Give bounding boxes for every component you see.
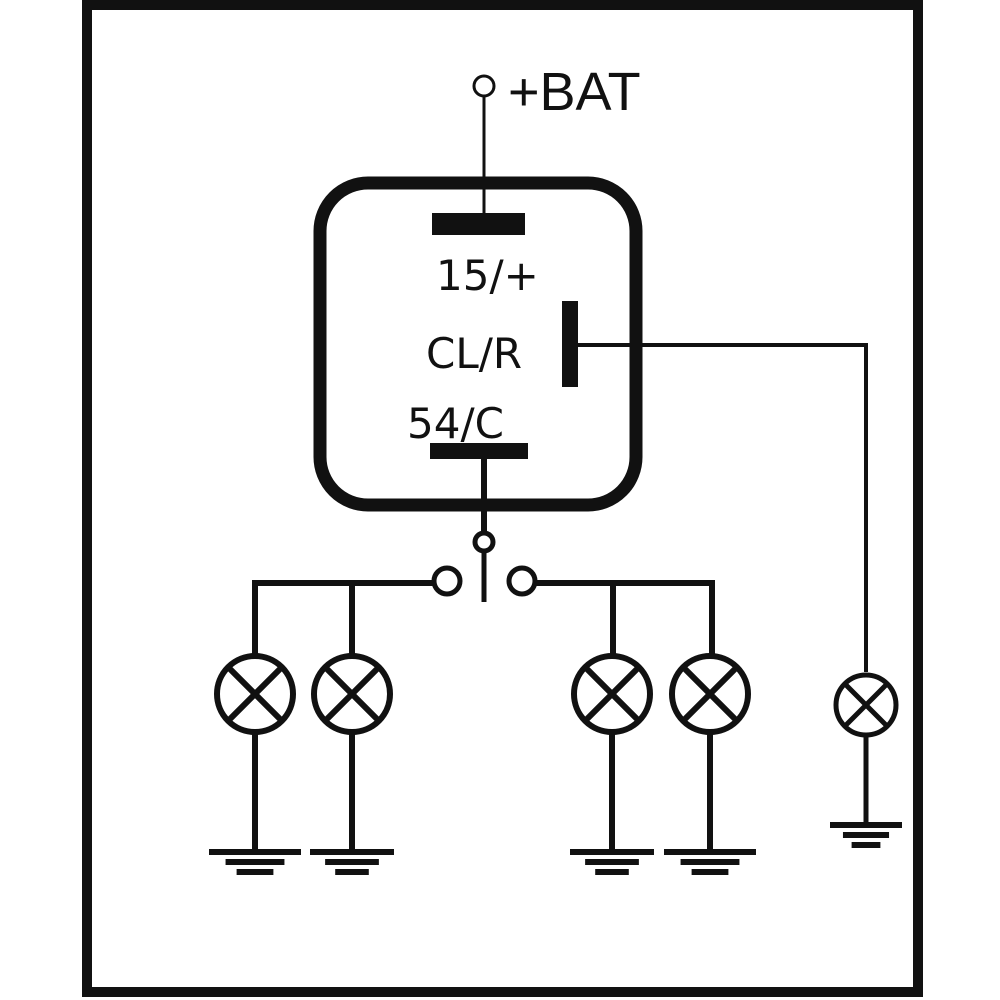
lamp-right-2 xyxy=(669,653,751,852)
flasher-relay: 15/+ CL/R 54/C xyxy=(313,176,643,512)
terminal-54-bar xyxy=(430,443,528,459)
battery-terminal-node xyxy=(472,74,496,98)
ground-icon xyxy=(830,822,902,848)
lamp-cross-line xyxy=(681,665,739,723)
terminal-15-bar xyxy=(432,213,525,235)
terminal-54-label: 54/C xyxy=(407,399,504,448)
left-bus-wire xyxy=(252,580,434,654)
ground-icon xyxy=(209,849,301,875)
lamp-left-1 xyxy=(214,653,296,852)
outer-frame xyxy=(82,0,923,997)
ground-icon xyxy=(570,849,654,875)
lamp-cross-line xyxy=(226,665,284,723)
right-bus-wire xyxy=(535,580,715,654)
indicator-wire xyxy=(636,343,868,672)
terminal-cl-label: CL/R xyxy=(426,329,522,378)
terminal-cl-bar xyxy=(562,301,578,387)
battery-label: +BAT xyxy=(508,62,641,122)
switch-left-contact xyxy=(431,565,463,597)
lamp-indicator xyxy=(833,672,899,825)
lamp-right-1 xyxy=(571,653,653,852)
ground-icon xyxy=(310,849,394,875)
lamp-cross-line xyxy=(323,665,381,723)
switch-common-contact xyxy=(472,530,496,554)
direction-switch[interactable] xyxy=(431,530,538,602)
lamp-cross-line xyxy=(583,665,641,723)
switch-right-contact xyxy=(506,565,538,597)
battery-terminal: +BAT xyxy=(472,62,641,215)
ground-icon xyxy=(664,849,756,875)
lamp-left-2 xyxy=(311,653,393,852)
lamp-cross-line xyxy=(843,682,889,728)
terminal-15-label: 15/+ xyxy=(436,251,539,300)
